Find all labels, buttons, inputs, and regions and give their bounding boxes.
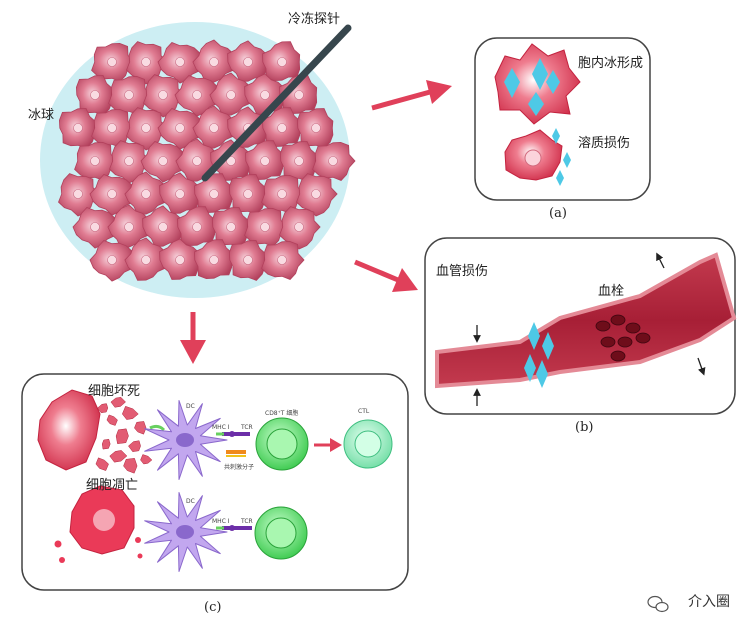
- label-intracellular-ice: 胞内冰形成: [578, 56, 644, 71]
- label-cryoprobe: 冷冻探针: [288, 12, 341, 27]
- label-necrosis: 细胞坏死: [88, 384, 141, 399]
- label-vascular-damage: 血管损伤: [436, 264, 489, 279]
- thrombus: [595, 314, 651, 362]
- watermark: 介入圈: [662, 591, 730, 611]
- cd8-t-cell-bottom: [254, 506, 308, 560]
- label-mhc-bottom: MHC I: [212, 518, 230, 525]
- caption-a: (a): [549, 206, 567, 221]
- caption-b: (b): [575, 420, 594, 435]
- label-tcr-bottom: TCR: [241, 518, 253, 525]
- ctl-cell: [343, 419, 393, 469]
- label-dc-bottom: DC: [186, 498, 195, 505]
- necrotic-cell: [37, 389, 101, 471]
- necrosis-fragments: [95, 396, 166, 474]
- arrow-to-b: [354, 259, 418, 292]
- watermark-text: 介入圈: [688, 594, 730, 610]
- ice-crystals-a: [504, 58, 560, 116]
- cd8-t-cell-top: [255, 417, 309, 471]
- pressure-arrows: [473, 252, 706, 406]
- label-apoptosis: 细胞凋亡: [86, 478, 139, 493]
- ice-crystals-b: [524, 322, 554, 388]
- dendritic-cell-top: [144, 400, 228, 480]
- tumor-cells: [58, 39, 356, 282]
- mhc-tcr-top: [216, 431, 250, 457]
- arrow-to-a: [371, 80, 452, 111]
- mhc-tcr-bottom: [216, 525, 252, 531]
- label-tcr-top: TCR: [241, 424, 253, 431]
- cryoprobe: [201, 24, 352, 182]
- blood-vessel: [435, 252, 737, 389]
- dendritic-cell-bottom: [144, 492, 228, 572]
- label-cd8: CD8⁺T 细胞: [265, 410, 299, 417]
- arrow-to-c: [180, 312, 206, 364]
- label-ctl: CTL: [358, 408, 370, 415]
- label-mhc-top: MHC I: [212, 424, 230, 431]
- caption-c: (c): [204, 600, 222, 615]
- ice-crystals-solute: [552, 128, 571, 186]
- label-ice-ball: 冰球: [28, 108, 55, 123]
- label-dc-top: DC: [186, 403, 195, 410]
- label-costim: 共刺激分子: [224, 464, 255, 471]
- wechat-icon: [647, 595, 669, 613]
- label-thrombus: 血栓: [598, 284, 625, 299]
- arrow-to-ctl: [314, 438, 342, 452]
- label-solute-damage: 溶质损伤: [578, 136, 631, 151]
